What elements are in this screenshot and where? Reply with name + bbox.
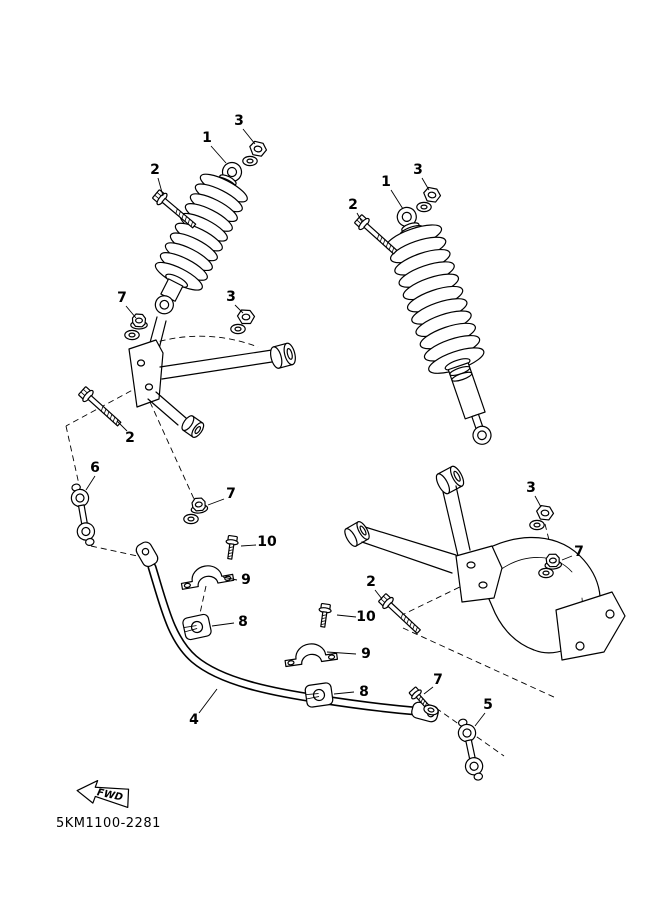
callout-number: 10 [356, 609, 376, 625]
callout-number: 2 [348, 197, 358, 213]
washer-item3 [416, 201, 432, 213]
callout-leader-line [157, 177, 164, 197]
callout-leader-line [210, 145, 227, 164]
callout-leader-line [336, 614, 357, 618]
callout-number: 7 [574, 544, 584, 560]
callout-leader-line [356, 212, 363, 223]
bolt-item10 [223, 534, 240, 561]
washer-item7 [183, 513, 199, 525]
callout-leader-line [85, 475, 96, 491]
callout-leader-line [390, 189, 404, 210]
bolt-item2 [376, 591, 425, 638]
callout-leader-line [198, 688, 218, 714]
callout-number: 9 [361, 646, 371, 662]
callout-leader-line [222, 576, 238, 581]
callout-leader-line [423, 686, 434, 695]
callout-number: 4 [189, 712, 199, 728]
stabilizer-bar-end-left [135, 541, 159, 568]
front-shock-absorber [154, 161, 248, 315]
stabilizer-bushing-item8 [303, 681, 335, 709]
rear-shock-absorber [385, 206, 492, 445]
stabilizer-bushing-item8 [181, 612, 213, 642]
nut-item7 [189, 496, 209, 515]
stabilizer-bracket-item9 [178, 560, 235, 590]
stabilizer-bracket-item9 [282, 639, 339, 668]
arm-bushing-sleeve [435, 465, 465, 495]
callout-number: 1 [381, 174, 391, 190]
callout-leader-line [374, 589, 383, 600]
callout-number: 2 [150, 162, 160, 178]
callouts-layer: 3 1 2 7 3 2 1 3 2 6 7 10 9 8 10 9 8 4 3 7 2 7 5 [85, 113, 584, 728]
callout-leader-line [421, 177, 430, 191]
washer-item7 [124, 329, 140, 341]
callout-leader-line [326, 651, 357, 655]
stabilizer-bar [135, 541, 439, 723]
arm-bushing-sleeve [344, 521, 370, 547]
callout-leader-line [333, 691, 355, 695]
callout-number: 7 [117, 290, 127, 306]
callout-number: 9 [241, 572, 251, 588]
arm-bushing-sleeve [269, 342, 296, 369]
callout-number: 3 [234, 113, 244, 129]
washer-item3 [242, 155, 258, 167]
nut-item7 [130, 313, 148, 330]
stabilizer-link-item5 [454, 716, 487, 783]
coil-spring [154, 173, 248, 291]
bolt-item2 [352, 212, 401, 258]
callout-number: 3 [413, 162, 423, 178]
callout-leader-line [125, 305, 137, 319]
washer-item3 [230, 323, 246, 335]
callout-number: 10 [257, 534, 277, 550]
callout-leader-line [242, 128, 256, 145]
callout-leader-line [240, 544, 257, 547]
stabilizer-link-item6 [68, 481, 98, 548]
front-suspension-arm [128, 316, 296, 438]
callout-number: 7 [433, 672, 443, 688]
bolt-item10 [316, 602, 333, 629]
bolt-item2 [76, 384, 125, 430]
nut-item3 [247, 140, 269, 158]
washer-item3 [529, 519, 545, 531]
callout-leader-line [474, 712, 486, 727]
callout-number: 2 [125, 430, 135, 446]
callout-number: 1 [202, 130, 212, 146]
callout-number: 3 [526, 480, 536, 496]
callout-leader-line [211, 622, 235, 627]
nut-item3 [535, 504, 555, 521]
callout-number: 2 [366, 574, 376, 590]
callout-number: 8 [238, 614, 248, 630]
diagram-part-code: 5KM1100-2281 [56, 816, 161, 831]
nut-item3 [236, 309, 256, 325]
callout-leader-line [116, 420, 128, 432]
nut-item3 [422, 186, 442, 204]
callout-leader-line [534, 495, 542, 508]
coil-spring [385, 224, 485, 374]
callout-number: 7 [226, 486, 236, 502]
callout-leader-line [234, 304, 244, 314]
callout-number: 5 [483, 697, 493, 713]
callout-number: 3 [226, 289, 236, 305]
callout-leader-line [207, 498, 225, 506]
callout-number: 8 [359, 684, 369, 700]
washer-item7 [538, 567, 554, 579]
fwd-label: FWD [96, 787, 124, 803]
rear-suspension-arm [344, 465, 626, 661]
callout-leader-line [561, 555, 573, 561]
callout-number: 6 [90, 460, 100, 476]
arm-bushing-sleeve [181, 415, 205, 438]
fwd-direction-arrow: FWD [76, 779, 130, 809]
